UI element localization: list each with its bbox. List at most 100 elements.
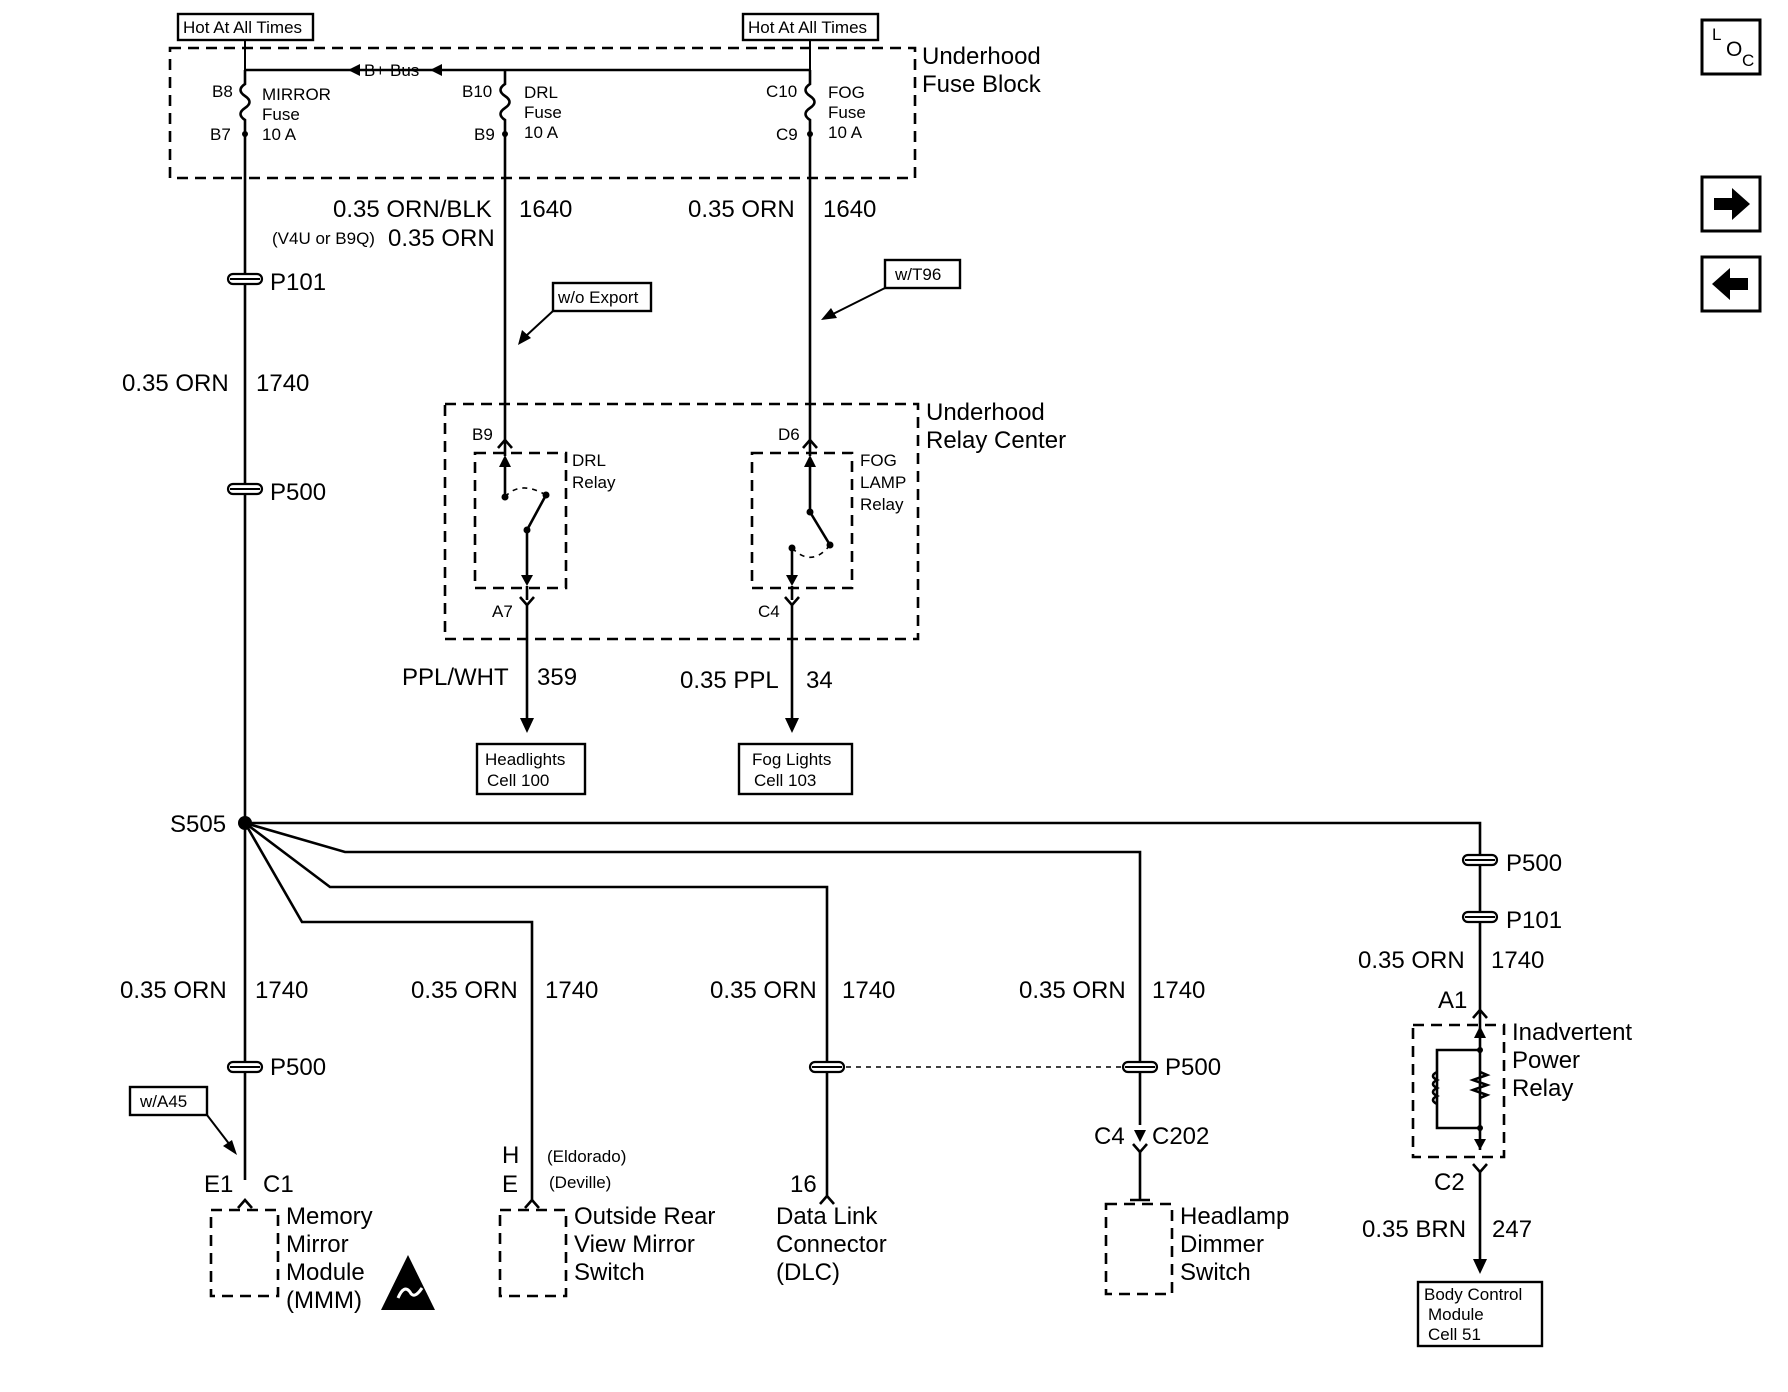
wire-1740-circuit-top: 1740 bbox=[256, 370, 309, 397]
dlc-label-3: (DLC) bbox=[776, 1259, 840, 1286]
memory-mirror-module-outline bbox=[209, 1208, 280, 1298]
pin-b9-relay: B9 bbox=[472, 425, 493, 444]
bcm-cell-label-1: Body Control bbox=[1424, 1285, 1522, 1304]
pin-b7: B7 bbox=[210, 125, 231, 144]
w-t96-label: w/T96 bbox=[894, 265, 941, 284]
fog-fuse-symbol bbox=[804, 70, 816, 134]
inadvertent-power-relay-label-2: Power bbox=[1512, 1047, 1580, 1074]
mmm-label-4: (MMM) bbox=[286, 1287, 362, 1314]
dimmer-switch-label-1: Headlamp bbox=[1180, 1203, 1289, 1230]
bplus-bus-arrow-left bbox=[348, 64, 360, 76]
bcm-cell-label-3: Cell 51 bbox=[1428, 1325, 1481, 1344]
wire-247-circuit: 247 bbox=[1492, 1216, 1532, 1243]
pin-b8: B8 bbox=[212, 82, 233, 101]
w-a45-box bbox=[128, 1085, 209, 1117]
wire-1740-circuit-dlc: 1740 bbox=[842, 977, 895, 1004]
connector-c202-label: C202 bbox=[1152, 1123, 1209, 1150]
hot-at-all-times-label-1: Hot At All Times bbox=[183, 18, 302, 37]
wire-1740-color-mmm: 0.35 ORN bbox=[120, 977, 227, 1004]
wire-1740-circuit-right: 1740 bbox=[1491, 947, 1544, 974]
fog-lights-cell-box[interactable] bbox=[737, 742, 854, 796]
wire-1740-color-right: 0.35 ORN bbox=[1358, 947, 1465, 974]
fog-relay-label-2: LAMP bbox=[860, 473, 906, 492]
option-v4u-wire: 0.35 ORN bbox=[388, 225, 495, 252]
inadvertent-power-relay-label-3: Relay bbox=[1512, 1075, 1573, 1102]
drl-fuse-label-1: DRL bbox=[524, 83, 558, 102]
wire-1740-color-dlc: 0.35 ORN bbox=[710, 977, 817, 1004]
drl-fuse-label-3: 10 A bbox=[524, 123, 559, 142]
orvm-switch-label-2: View Mirror bbox=[574, 1231, 695, 1258]
w-t96-box bbox=[883, 258, 962, 290]
svg-text:O: O bbox=[1726, 38, 1742, 61]
mmm-label-1: Memory bbox=[286, 1203, 373, 1230]
connector-p101-label-right: P101 bbox=[1506, 907, 1562, 934]
wire-1640-circuit-a: 1640 bbox=[519, 196, 572, 223]
arrow-right-icon[interactable] bbox=[1700, 175, 1762, 233]
drl-relay-label-1: DRL bbox=[572, 451, 606, 470]
w-a45-label: w/A45 bbox=[139, 1092, 187, 1111]
headlights-cell-box[interactable] bbox=[475, 742, 587, 796]
wire-34-circuit: 34 bbox=[806, 667, 833, 694]
mirror-fuse-label-2: Fuse bbox=[262, 105, 300, 124]
pin-e: E bbox=[502, 1171, 518, 1198]
wire-1740-circuit-dimmer: 1740 bbox=[1152, 977, 1205, 1004]
esd-warning-icon bbox=[381, 1255, 435, 1310]
orvm-switch-label-1: Outside Rear bbox=[574, 1203, 715, 1230]
pin-e1: E1 bbox=[204, 1171, 233, 1198]
pin-a1: A1 bbox=[1438, 987, 1467, 1014]
pin-b9-fuse: B9 bbox=[474, 125, 495, 144]
pin-a7: A7 bbox=[492, 602, 513, 621]
underhood-fuse-block-outline bbox=[168, 46, 917, 180]
wo-export-box bbox=[551, 281, 653, 313]
fog-lights-arrow bbox=[785, 718, 799, 733]
pin-c10: C10 bbox=[766, 82, 797, 101]
wire-1740-color-top: 0.35 ORN bbox=[122, 370, 229, 397]
location-icon[interactable]: L O C bbox=[1700, 18, 1762, 76]
pin-c4-dimmer: C4 bbox=[1094, 1123, 1125, 1150]
arrow-left-icon[interactable] bbox=[1700, 255, 1762, 313]
outside-rear-view-mirror-switch-outline bbox=[498, 1208, 568, 1298]
fuse-block-title-1: Underhood bbox=[922, 43, 1041, 70]
fog-relay-outline bbox=[750, 451, 854, 590]
orvm-switch-label-3: Switch bbox=[574, 1259, 645, 1286]
wire-1740-color-dimmer: 0.35 ORN bbox=[1019, 977, 1126, 1004]
connector-p500-right bbox=[1461, 853, 1499, 867]
connector-p500-dimmer bbox=[1121, 1060, 1159, 1074]
mirror-fuse-label-1: MIRROR bbox=[262, 85, 331, 104]
pin-b10: B10 bbox=[462, 82, 492, 101]
wire-359-circuit: 359 bbox=[537, 664, 577, 691]
connector-p500-label-mmm: P500 bbox=[270, 1054, 326, 1081]
relay-center-title-1: Underhood bbox=[926, 399, 1045, 426]
fog-lights-cell-label-2: Cell 103 bbox=[754, 771, 816, 790]
pin-c9: C9 bbox=[776, 125, 798, 144]
drl-relay-label-2: Relay bbox=[572, 473, 616, 492]
mmm-label-2: Mirror bbox=[286, 1231, 349, 1258]
wire-1740-circuit-orvm: 1740 bbox=[545, 977, 598, 1004]
fog-relay-label-3: Relay bbox=[860, 495, 904, 514]
headlights-cell-label-2: Cell 100 bbox=[487, 771, 549, 790]
connector-p101-right bbox=[1461, 910, 1499, 924]
connector-p101-label-left: P101 bbox=[270, 269, 326, 296]
dlc-label-1: Data Link bbox=[776, 1203, 878, 1230]
bcm-arrow bbox=[1473, 1259, 1487, 1274]
pin-c2: C2 bbox=[1434, 1169, 1465, 1196]
mmm-label-3: Module bbox=[286, 1259, 365, 1286]
fog-lights-cell-label-1: Fog Lights bbox=[752, 750, 831, 769]
wire-1740-circuit-mmm: 1740 bbox=[255, 977, 308, 1004]
body-control-module-cell-box[interactable] bbox=[1416, 1280, 1544, 1348]
wire-34-color: 0.35 PPL bbox=[680, 667, 779, 694]
headlights-arrow bbox=[520, 718, 534, 733]
wire-1640-color-b: 0.35 ORN bbox=[688, 196, 795, 223]
connector-p500-dlc bbox=[808, 1060, 846, 1074]
pin-d6: D6 bbox=[778, 425, 800, 444]
deville-label: (Deville) bbox=[549, 1173, 611, 1192]
pin-c4-relay: C4 bbox=[758, 602, 780, 621]
pin-h: H bbox=[502, 1142, 519, 1169]
bcm-cell-label-2: Module bbox=[1428, 1305, 1484, 1324]
bplus-bus-label: B+ Bus bbox=[364, 61, 419, 80]
headlamp-dimmer-switch-outline bbox=[1104, 1202, 1174, 1296]
connector-p500-label-dimmer: P500 bbox=[1165, 1054, 1221, 1081]
hot-at-all-times-label-2: Hot At All Times bbox=[748, 18, 867, 37]
pin-16: 16 bbox=[790, 1171, 817, 1198]
